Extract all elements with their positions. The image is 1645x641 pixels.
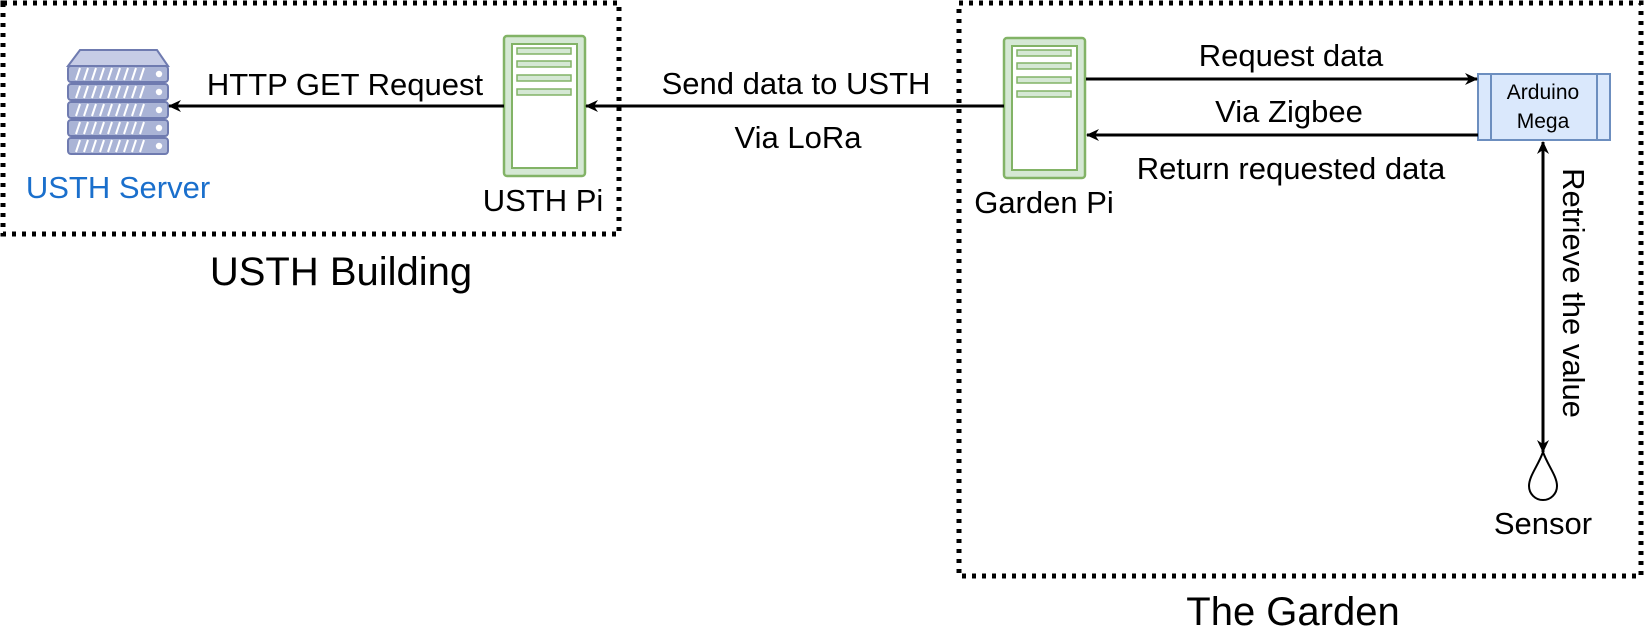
garden-zone [956,0,1644,579]
send-data-label: Send data to USTH [662,66,931,101]
retrieve-value-label: Retrieve the value [1556,168,1591,418]
usth-server-node: USTH Server [26,49,210,205]
via-zigbee-label: Via Zigbee [1215,94,1363,129]
sensor-node: Sensor [1494,449,1592,541]
garden-pi-label: Garden Pi [974,185,1114,220]
arduino-label-line1: Arduino [1507,81,1579,104]
server-tower-icon [502,34,587,178]
via-lora-label: Via LoRa [735,120,863,155]
request-data-label: Request data [1199,38,1384,73]
usth-building-title: USTH Building [210,250,472,294]
server-tower-icon [1002,36,1087,180]
usth-building-zone [0,0,622,237]
garden-pi-node: Garden Pi [974,36,1114,220]
usth-pi-label: USTH Pi [483,183,604,218]
droplet-icon [1527,449,1559,501]
http-get-label: HTTP GET Request [207,67,484,102]
server-rack-icon [66,49,170,155]
garden-title: The Garden [1186,590,1399,634]
usth-pi-node: USTH Pi [483,34,604,218]
arduino-mega-node: Arduino Mega [1477,73,1611,141]
return-data-label: Return requested data [1137,151,1446,186]
arduino-label-line2: Mega [1517,110,1570,133]
usth-server-label: USTH Server [26,170,210,205]
sensor-label: Sensor [1494,506,1592,541]
